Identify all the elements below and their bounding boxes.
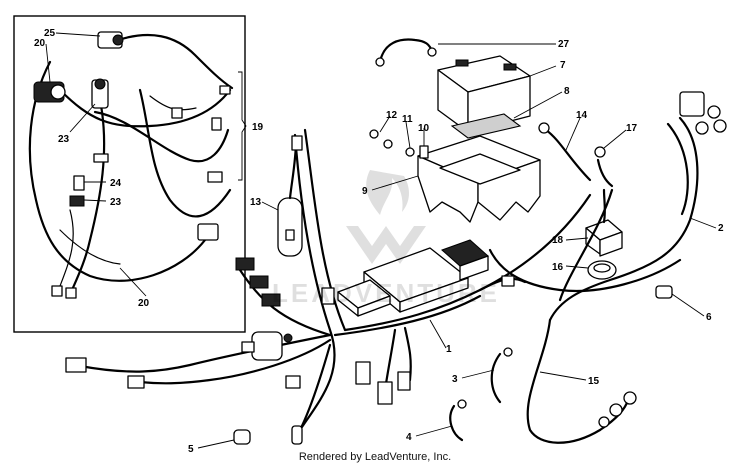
callout-5: 5 [188, 444, 194, 455]
harness-15 [526, 188, 637, 444]
pad-8 [450, 113, 522, 139]
callout-27: 27 [558, 39, 570, 50]
callout-21: 20 [34, 38, 46, 49]
callout-18: 18 [552, 235, 564, 246]
cable-27 [375, 38, 437, 67]
callout-10: 10 [418, 123, 430, 134]
inset-frame [13, 15, 246, 333]
relay-18 [585, 188, 623, 257]
inset-plug-25 [73, 175, 85, 191]
render-credit: Rendered by LeadVenture, Inc. [298, 451, 452, 463]
harness-end-plugs [65, 275, 515, 445]
callout-17: 17 [626, 123, 638, 134]
inset-terminals [51, 85, 231, 299]
solenoid [241, 331, 293, 361]
inset-connector-22 [97, 31, 124, 49]
callout-9: 9 [362, 186, 368, 197]
callout-16: 16 [552, 262, 564, 273]
callout-20: 20 [138, 298, 150, 309]
terminal-17 [594, 146, 614, 188]
leader-lines [45, 32, 717, 449]
callout-13: 13 [250, 197, 262, 208]
bracket-19 [238, 71, 247, 181]
relay-block [337, 279, 391, 317]
callout-3: 3 [452, 374, 458, 385]
callout-25: 24 [110, 178, 122, 189]
inset-switch-21 [33, 81, 66, 103]
callout-8: 8 [564, 86, 570, 97]
clamp-4 [449, 399, 467, 442]
clamp-3 [490, 347, 513, 404]
callout-19: 19 [252, 122, 264, 133]
callout-14: 14 [576, 110, 588, 121]
fuse-holder-13 [277, 135, 303, 257]
callout-15: 15 [588, 376, 600, 387]
callout-2: 2 [718, 223, 724, 234]
callout-22: 25 [44, 28, 56, 39]
inset-harness-20 [28, 33, 234, 292]
main-harness-1 [78, 128, 682, 432]
connector-block-right [441, 239, 489, 281]
callout-6: 6 [706, 312, 712, 323]
callout-24: 23 [110, 197, 122, 208]
callout-7: 7 [560, 60, 566, 71]
cable-14 [538, 122, 592, 182]
clip-6 [655, 285, 673, 299]
battery-box-9 [417, 135, 541, 223]
inset-plug-24 [69, 195, 85, 207]
harness-2 [548, 91, 727, 322]
callout-23: 23 [58, 134, 70, 145]
hardware-10-12 [369, 129, 429, 159]
callout-11: 11 [402, 114, 413, 125]
callout-1: 1 [446, 344, 452, 355]
clip-5 [233, 429, 251, 445]
plug-cluster-bottom [355, 361, 411, 405]
plug-cluster-left [235, 257, 335, 307]
callout-4: 4 [406, 432, 412, 443]
callout-12: 12 [386, 110, 398, 121]
boot-16 [587, 260, 617, 280]
inset-key-switch-23 [91, 78, 109, 109]
